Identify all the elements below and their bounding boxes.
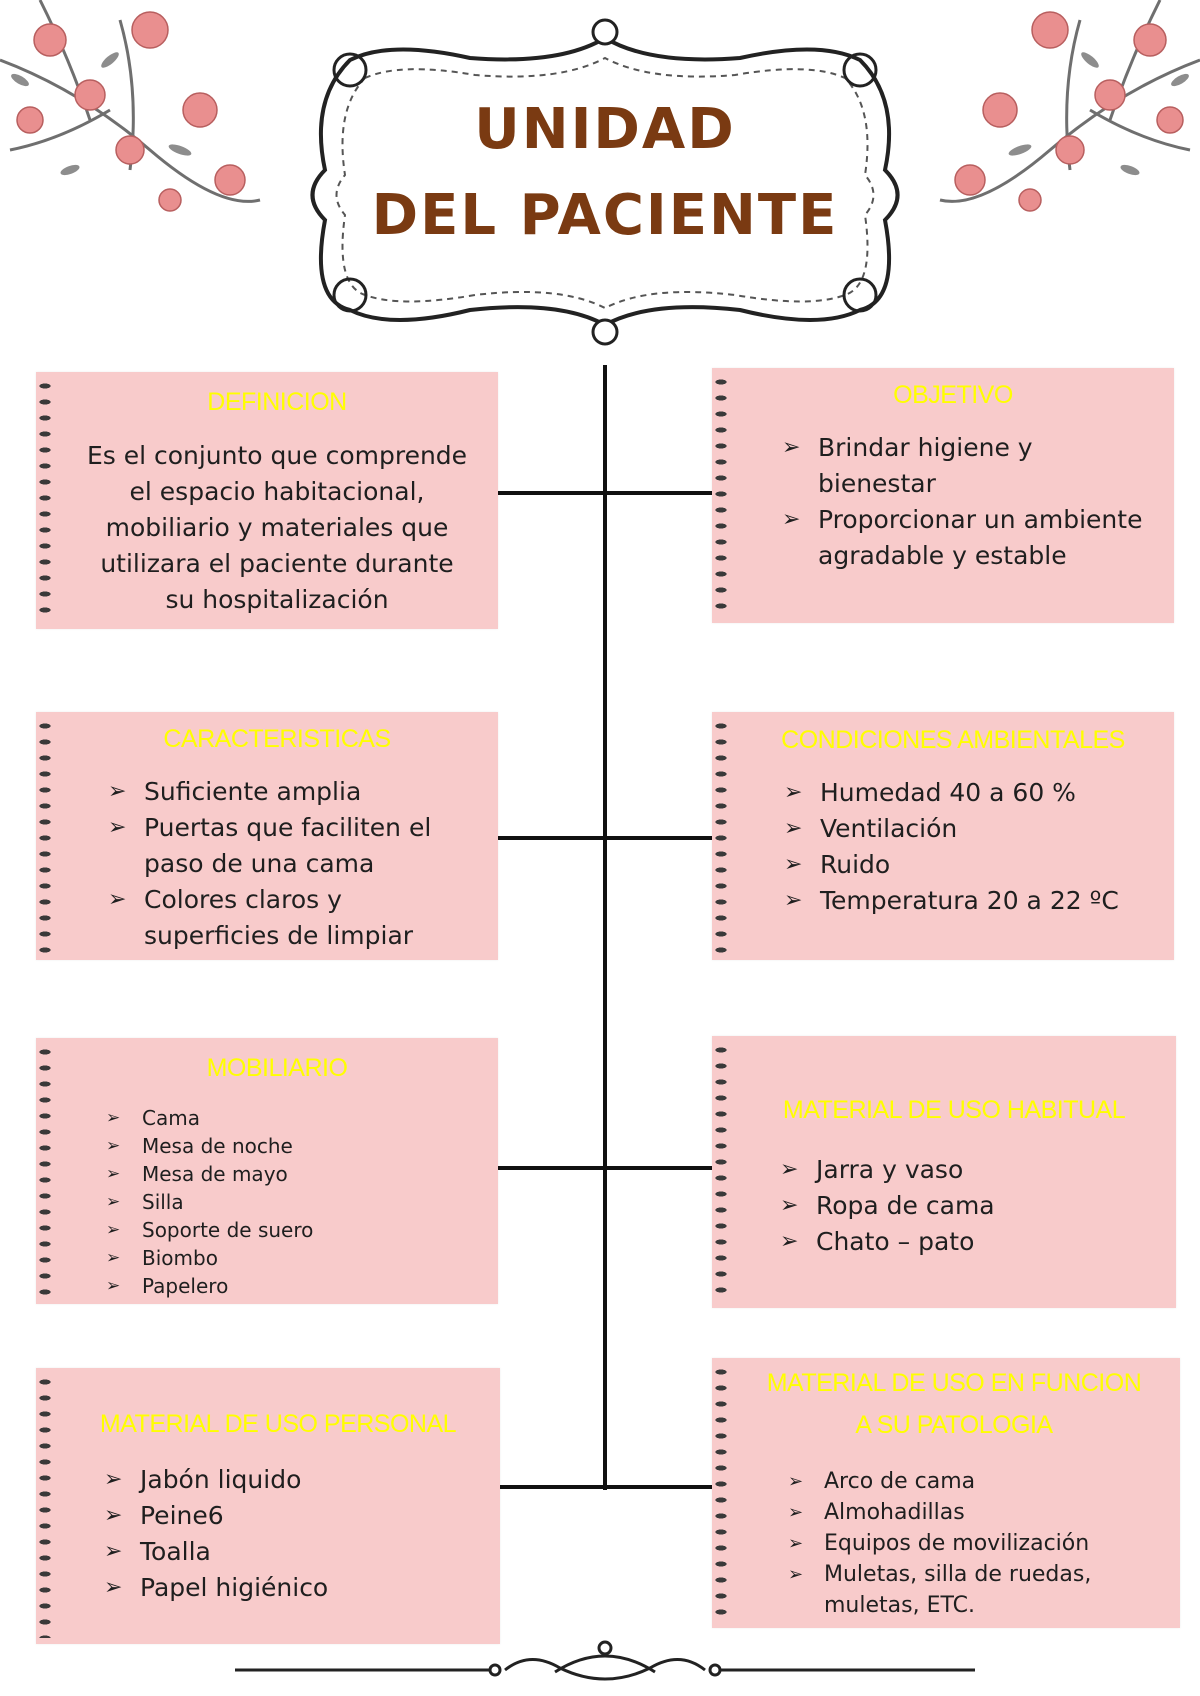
spiral-binding [36,1044,56,1298]
list-item: Temperatura 20 a 22 ºC [784,883,1154,919]
section-title: DEFINICION [207,388,347,416]
list-item: Jabón liquido [104,1462,480,1498]
section-title: CARACTERISTICAS [163,725,391,753]
list-item: Proporcionar un ambiente agradable y est… [782,502,1144,574]
personal-list: Jabón liquido Peine6 Toalla Papel higién… [104,1462,480,1606]
list-item: Mesa de mayo [106,1160,478,1188]
section-title: MATERIAL DE USO HABITUAL [782,1096,1126,1124]
card-material-funcion-patologia: MATERIAL DE USO EN FUNCION A SU PATOLOGI… [712,1358,1180,1628]
floral-decoration-left [0,0,261,212]
card-mobiliario: MOBILIARIO Cama Mesa de noche Mesa de ma… [36,1038,498,1304]
title-line-1: UNIDAD [474,97,736,162]
section-title: MATERIAL DE USO EN FUNCION A SU PATOLOGI… [766,1369,1142,1439]
list-item: Ventilación [784,811,1154,847]
list-item: Suficiente amplia [108,774,478,810]
list-item: Almohadillas [788,1497,1150,1528]
list-item: Ruido [784,847,1154,883]
spiral-binding [712,718,732,954]
list-item: Toalla [104,1534,480,1570]
list-item: Cama [106,1104,478,1132]
section-title: CONDICIONES AMBIENTALES [781,726,1125,754]
list-item: Papel higiénico [104,1570,480,1606]
list-item: Humedad 40 a 60 % [784,775,1154,811]
section-title: OBJETIVO [893,381,1013,409]
list-item: Soporte de suero [106,1216,478,1244]
card-material-uso-habitual: MATERIAL DE USO HABITUAL Jarra y vaso Ro… [712,1036,1176,1308]
spiral-binding [36,1374,56,1638]
title-line-2: DEL PACIENTE [371,183,839,248]
list-item: Muletas, silla de ruedas, muletas, ETC. [788,1559,1150,1621]
spiral-binding [36,378,56,623]
list-item: Silla [106,1188,478,1216]
list-item: Equipos de movilización [788,1528,1150,1559]
card-condiciones-ambientales: CONDICIONES AMBIENTALES Humedad 40 a 60 … [712,712,1174,960]
card-objetivo: OBJETIVO Brindar higiene y bienestar Pro… [712,368,1174,623]
mobiliario-list: Cama Mesa de noche Mesa de mayo Silla So… [106,1104,478,1300]
section-title: MOBILIARIO [206,1054,348,1082]
habitual-list: Jarra y vaso Ropa de cama Chato – pato [780,1152,1156,1260]
list-item: Brindar higiene y bienestar [782,430,1144,502]
spiral-binding [36,718,56,954]
list-item: Puertas que faciliten el paso de una cam… [108,810,478,882]
definition-text: Es el conjunto que comprende el espacio … [86,441,468,614]
spiral-binding [712,374,732,617]
list-item: Papelero [106,1272,478,1300]
list-item: Ropa de cama [780,1188,1156,1224]
floral-decoration-right [939,0,1200,212]
condiciones-list: Humedad 40 a 60 % Ventilación Ruido Temp… [784,775,1154,919]
bottom-ornament [235,1640,975,1681]
list-item: Mesa de noche [106,1132,478,1160]
list-item: Arco de cama [788,1466,1150,1497]
title-frame [310,18,900,346]
list-item: Jarra y vaso [780,1152,1156,1188]
list-item: Biombo [106,1244,478,1272]
patologia-list: Arco de cama Almohadillas Equipos de mov… [788,1466,1150,1621]
card-material-uso-personal: MATERIAL DE USO PERSONAL Jabón liquido P… [36,1368,500,1644]
list-item: Peine6 [104,1498,480,1534]
list-item: Colores claros y superficies de limpiar [108,882,478,954]
objetivo-list: Brindar higiene y bienestar Proporcionar… [782,430,1144,574]
section-title: MATERIAL DE USO PERSONAL [99,1410,457,1438]
list-item: Chato – pato [780,1224,1156,1260]
caracteristicas-list: Suficiente amplia Puertas que faciliten … [108,774,478,954]
spiral-binding [712,1042,732,1302]
card-definicion: DEFINICION Es el conjunto que comprende … [36,372,498,629]
card-caracteristicas: CARACTERISTICAS Suficiente amplia Puerta… [36,712,498,960]
spiral-binding [712,1364,732,1622]
